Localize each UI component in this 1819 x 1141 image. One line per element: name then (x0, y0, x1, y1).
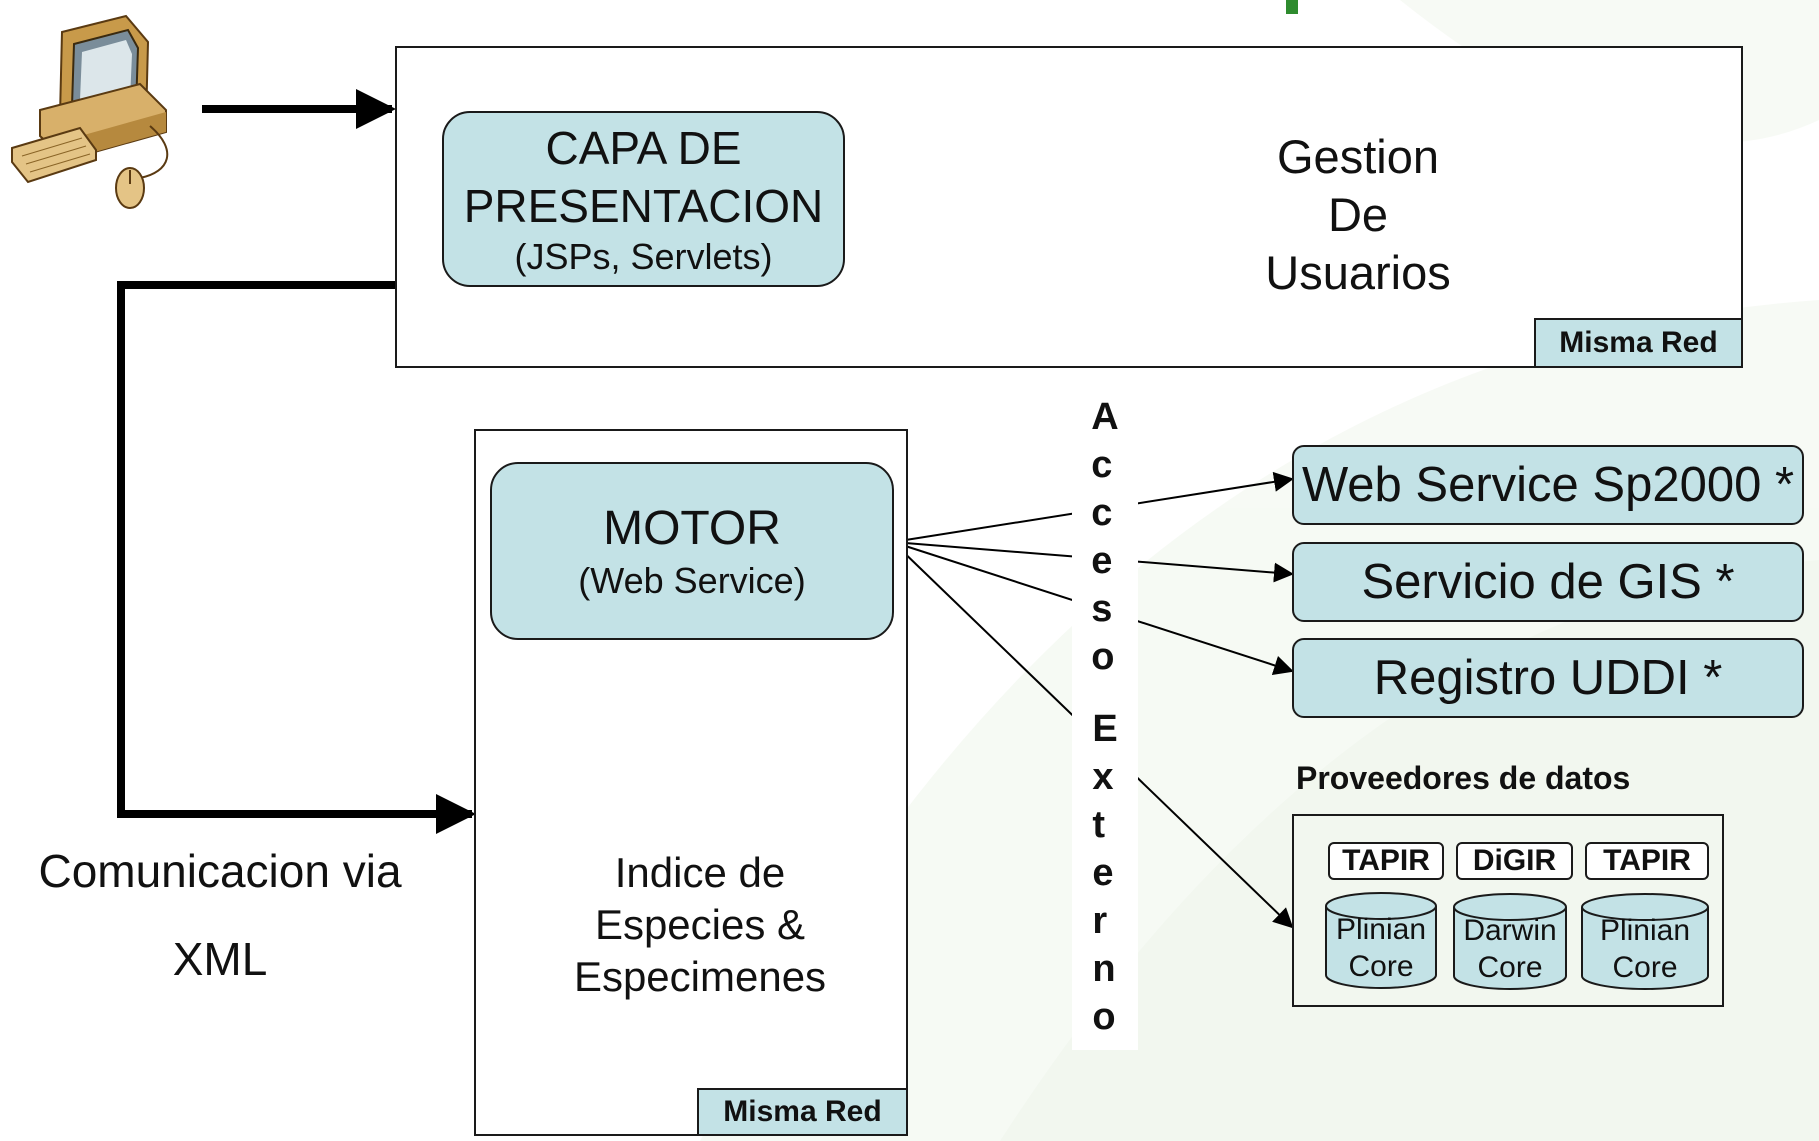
external-access-letter: s (1091, 588, 1113, 630)
external-access-letter: c (1091, 492, 1113, 534)
provider-protocol-tag: TAPIR (1328, 842, 1444, 880)
service-box-uddi[interactable]: Registro UDDI * (1292, 638, 1804, 718)
engine-title: MOTOR (603, 502, 781, 555)
external-access-letter: o (1092, 996, 1116, 1038)
engine-subtitle: (Web Service) (578, 560, 806, 601)
external-access-letter: A (1091, 396, 1119, 438)
index-db-line: Especies & (594, 901, 806, 948)
service-box-gis[interactable]: Servicio de GIS * (1292, 542, 1804, 622)
provider-db-label: Plinian Core (1582, 911, 1708, 987)
provider-protocol-tag: DiGIR (1456, 842, 1573, 880)
provider-db-line: Plinian (1599, 914, 1691, 947)
external-access-letter: o (1091, 636, 1115, 678)
presentation-title-line: CAPA DE (545, 122, 742, 174)
provider-protocol-tag: TAPIR (1585, 842, 1709, 880)
external-access-letter: e (1091, 540, 1113, 582)
provider-db-label: Plinian Core (1326, 910, 1436, 986)
network-tag: Misma Red (697, 1088, 908, 1136)
accent-mark (1286, 0, 1298, 14)
communication-line: Comunicacion via (38, 845, 402, 897)
user-db-label: Gestion De Usuarios (1246, 130, 1470, 300)
provider-db-line: Core (1612, 951, 1678, 984)
presentation-subtitle: (JSPs, Servlets) (514, 236, 773, 277)
provider-db-cylinder (1581, 893, 1709, 990)
external-access-letter: r (1092, 900, 1108, 942)
communication-line: XML (172, 933, 268, 985)
index-db-line: Especimenes (573, 953, 827, 1000)
external-access-letter: c (1091, 444, 1113, 486)
user-db-line: Usuarios (1265, 246, 1451, 299)
providers-frame (1292, 814, 1724, 1007)
presentation-title-line: PRESENTACION (463, 180, 824, 232)
external-access-letter: E (1092, 708, 1118, 750)
provider-db-line: Darwin (1463, 914, 1557, 947)
user-db-line: Gestion (1277, 130, 1439, 183)
providers-title: Proveedores de datos (1296, 760, 1631, 796)
provider-db-line: Core (1477, 951, 1543, 984)
provider-db-line: Plinian (1335, 913, 1427, 946)
service-box-sp2000[interactable]: Web Service Sp2000 * (1292, 445, 1804, 525)
external-access-letter: e (1092, 852, 1114, 894)
index-db-line: Indice de (614, 849, 786, 896)
xml-route-connector (117, 281, 476, 834)
index-db-label: Indice de Especies & Especimenes (556, 840, 844, 1010)
external-access-letter: t (1092, 804, 1105, 846)
network-tag: Misma Red (1534, 318, 1743, 368)
user-db-line: De (1327, 188, 1389, 241)
communication-label: Comunicacion via XML (20, 840, 420, 990)
provider-db-line: Core (1348, 950, 1414, 983)
engine-box[interactable]: MOTOR (Web Service) (490, 462, 894, 640)
external-access-letter: x (1092, 756, 1114, 798)
provider-db-cylinder (1325, 892, 1437, 989)
desktop-computer-icon (11, 14, 169, 209)
provider-db-label: Darwin Core (1454, 911, 1566, 987)
external-access-letter: n (1092, 948, 1116, 990)
presentation-layer-box[interactable]: CAPA DE PRESENTACION (JSPs, Servlets) (442, 111, 845, 287)
provider-db-cylinder (1453, 893, 1567, 990)
